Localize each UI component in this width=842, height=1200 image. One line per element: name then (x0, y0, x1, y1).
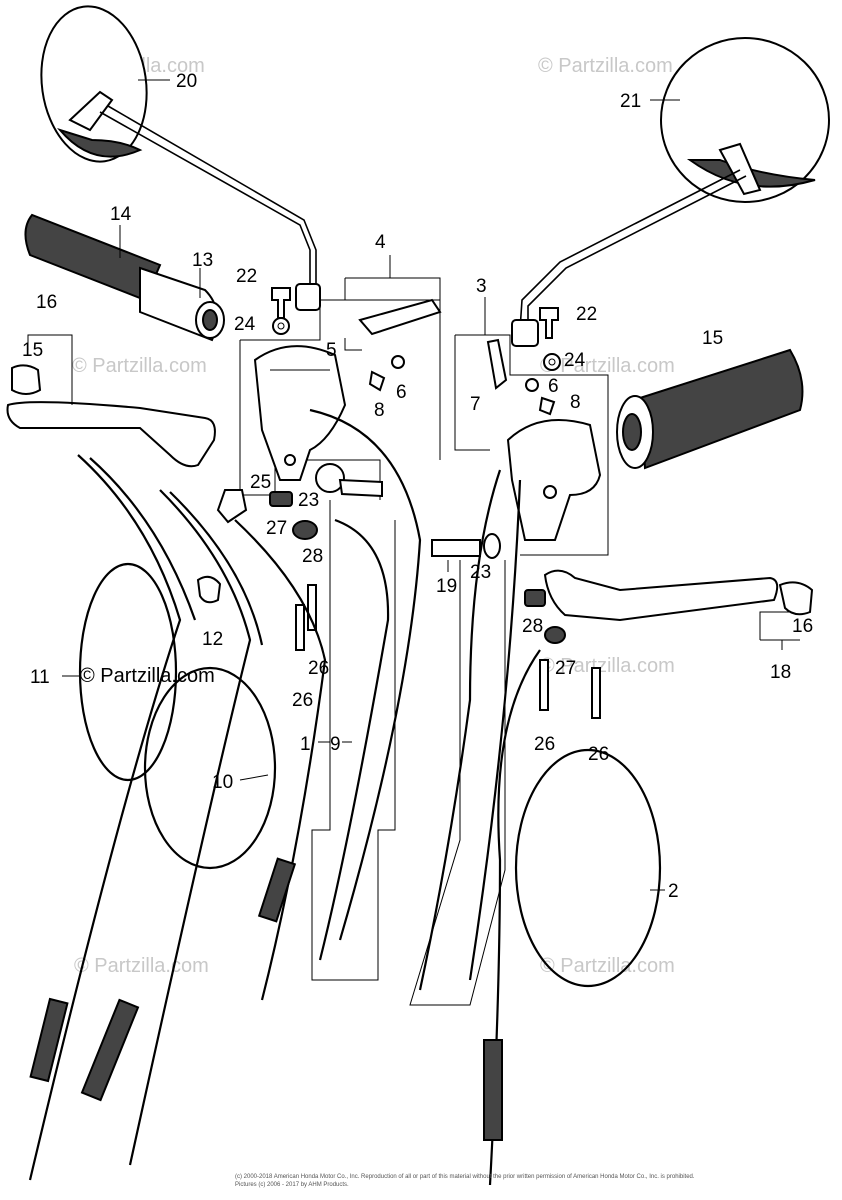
callout-3: 3 (476, 276, 487, 297)
callout-6: 6 (396, 382, 407, 403)
left-switch-housing (253, 298, 442, 481)
callout-8: 8 (570, 392, 581, 413)
callout-25: 25 (250, 472, 271, 493)
wire-harness-outlines (311, 500, 506, 1006)
cable-adjusters (29, 857, 503, 1141)
watermark: © Partzilla.com (538, 55, 673, 77)
callout-16: 16 (36, 292, 57, 313)
cable-loop (143, 666, 277, 870)
callout-1: 1 (300, 734, 311, 755)
right-lever (543, 569, 814, 622)
callout-12: 12 (202, 629, 223, 650)
callout-2: 2 (668, 881, 679, 902)
left-grip (24, 213, 225, 342)
callout-27: 27 (266, 518, 287, 539)
watermark: © Partzilla.com (74, 955, 209, 977)
callout-23: 23 (298, 490, 319, 511)
watermark: © Partzilla.com (540, 955, 675, 977)
callout-24: 24 (234, 314, 256, 335)
watermark: © Partzilla.com (540, 655, 675, 677)
callout-26: 26 (588, 744, 609, 765)
right-mirror (511, 37, 830, 347)
copyright-line: Pictures (c) 2006 - 2017 by AHM Products… (235, 1182, 349, 1188)
cables (28, 408, 662, 1186)
footer: (c) 2000-2018 American Honda Motor Co., … (235, 1174, 695, 1188)
callout-19: 19 (436, 576, 457, 597)
callout-5: 5 (326, 340, 337, 361)
callout-13: 13 (192, 250, 213, 271)
callout-26: 26 (308, 658, 329, 679)
callouts: 20 21 14 13 22 4 3 22 16 24 15 5 15 24 6… (22, 71, 813, 902)
watermarks: © Partzilla.com © Partzilla.com © Partzi… (70, 55, 675, 977)
callout-15: 15 (702, 328, 723, 349)
watermark: © Partzilla.com (80, 665, 215, 687)
cable-loop (78, 562, 178, 782)
callout-22: 22 (236, 266, 257, 287)
callout-20: 20 (176, 71, 197, 92)
callout-17: 15 (22, 340, 43, 361)
callout-26: 26 (534, 734, 555, 755)
callout-7: 7 (470, 394, 481, 415)
callout-11: 11 (30, 667, 50, 688)
right-grip (616, 348, 804, 470)
assembly-outline-right (454, 334, 609, 556)
callout-8: 8 (374, 400, 385, 421)
right-switch-housing (486, 338, 602, 541)
callout-4: 4 (375, 232, 386, 253)
callout-22: 22 (576, 304, 597, 325)
leader-lines (27, 79, 800, 891)
callout-14: 14 (110, 204, 132, 225)
watermark: © Partzilla.com (540, 355, 675, 377)
callout-27: 27 (555, 658, 576, 679)
callout-28: 28 (302, 546, 323, 567)
callout-23: 23 (470, 562, 491, 583)
callout-6: 6 (548, 376, 559, 397)
left-mirror (40, 5, 321, 311)
callout-26: 26 (292, 690, 313, 711)
callout-18: 18 (770, 662, 791, 683)
callout-21: 21 (620, 91, 641, 112)
callout-24: 24 (564, 350, 586, 371)
copyright-line: (c) 2000-2018 American Honda Motor Co., … (235, 1174, 695, 1180)
callout-9: 9 (330, 734, 341, 755)
callout-28: 28 (522, 616, 543, 637)
callout-17: 16 (792, 616, 813, 637)
left-lever (6, 364, 216, 468)
watermark: © Partzilla.com (72, 355, 207, 377)
callout-10: 10 (212, 772, 233, 793)
cable-loop (514, 748, 662, 988)
